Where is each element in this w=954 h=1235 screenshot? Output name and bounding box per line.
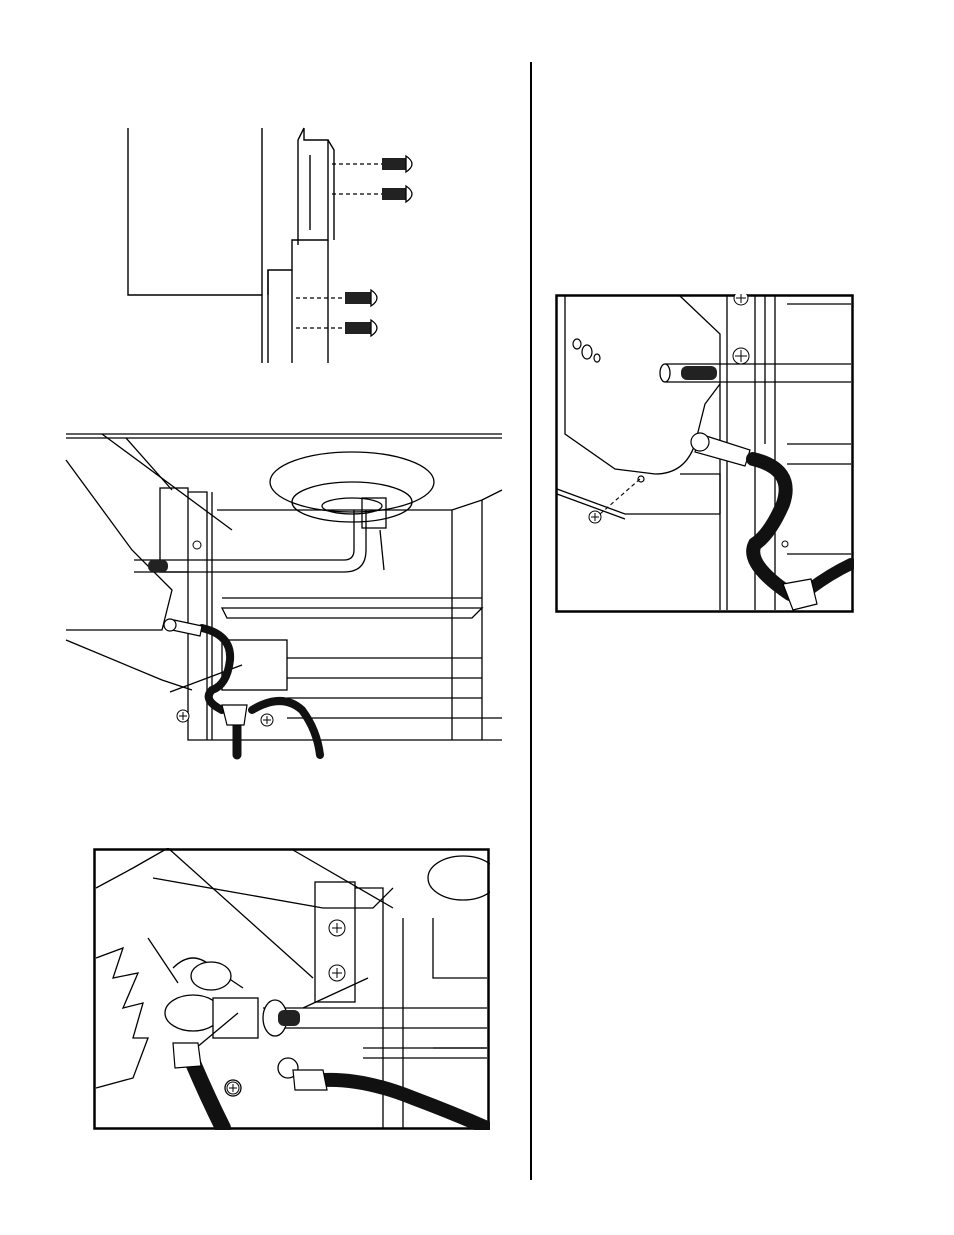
screw-icon [782,541,788,547]
screw-icon [227,1082,239,1094]
screw-icon [345,320,377,336]
screw-icon [329,920,345,936]
figure-underside-hose [62,430,507,760]
column-divider [530,62,532,1180]
figure-valve-closeup [93,848,490,1130]
screw-icon [261,714,273,726]
figure-hose-closeup [555,294,854,614]
screw-icon [382,186,412,202]
screw-icon [589,511,601,523]
screw-icon [329,965,345,981]
figure-cabinet-screws [120,120,440,370]
screw-icon [734,294,748,305]
screw-icon [382,156,412,172]
screw-icon [177,710,189,722]
screw-icon [733,348,749,364]
screw-icon [345,290,377,306]
screw-icon [193,541,201,549]
